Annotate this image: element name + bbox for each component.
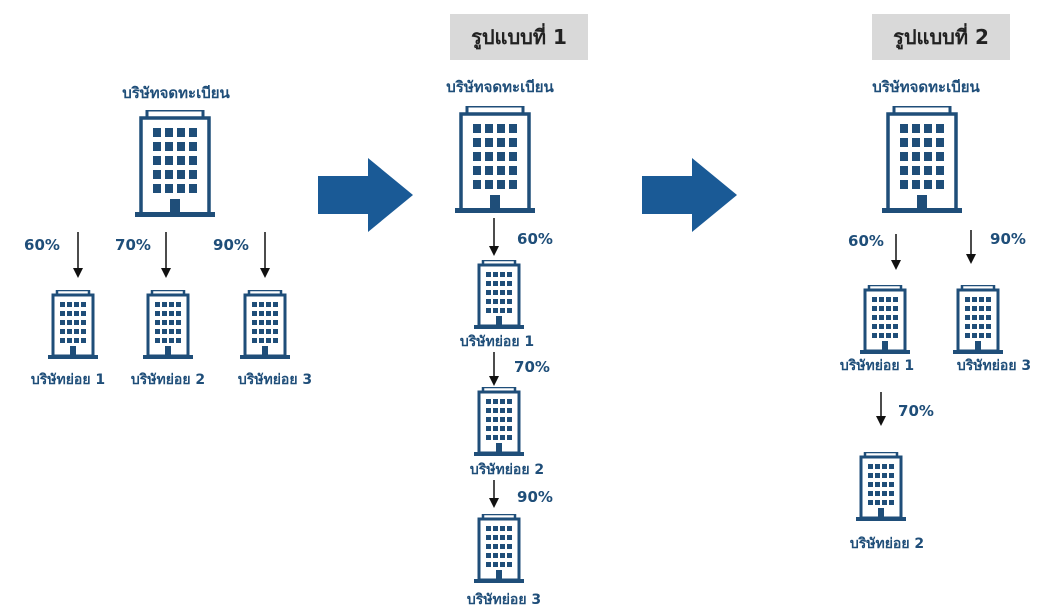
right-arrow-icon xyxy=(642,158,737,232)
office-building-icon xyxy=(474,387,524,457)
parent-company-label: บริษัทจดทะเบียน xyxy=(446,78,554,96)
subsidiary-label: บริษัทย่อย 3 xyxy=(238,372,312,388)
down-arrow-icon xyxy=(73,232,83,278)
office-building-icon xyxy=(48,290,98,360)
office-building-icon xyxy=(856,452,906,522)
office-building-icon xyxy=(135,110,215,219)
office-building-icon xyxy=(860,285,910,355)
pattern-1-heading: รูปแบบที่ 1 xyxy=(471,22,567,51)
subsidiary-label: บริษัทย่อย 2 xyxy=(131,372,205,388)
percentage-label: 70% xyxy=(115,236,151,254)
office-building-icon xyxy=(474,260,524,330)
down-arrow-icon xyxy=(891,234,901,270)
pattern-2-heading-box xyxy=(872,14,1010,60)
office-building-icon xyxy=(474,514,524,584)
office-building-icon xyxy=(953,285,1003,355)
percentage-label: 90% xyxy=(990,230,1026,248)
subsidiary-label: บริษัทย่อย 1 xyxy=(840,358,914,374)
percentage-label: 70% xyxy=(514,358,550,376)
pattern-1-heading-box xyxy=(450,14,588,60)
percentage-label: 60% xyxy=(848,232,884,250)
subsidiary-label: บริษัทย่อย 3 xyxy=(467,592,541,608)
percentage-label: 60% xyxy=(24,236,60,254)
percentage-label: 70% xyxy=(898,402,934,420)
pattern-2-heading: รูปแบบที่ 2 xyxy=(893,22,989,51)
office-building-icon xyxy=(882,106,962,215)
pattern-2: รูปแบบที่ 2 บริษัทจดทะเบียน 60% 90% บริษ… xyxy=(840,14,1031,552)
down-arrow-icon xyxy=(489,352,499,386)
down-arrow-icon xyxy=(489,480,499,508)
percentage-label: 90% xyxy=(213,236,249,254)
down-arrow-icon xyxy=(260,232,270,278)
parent-company-label: บริษัทจดทะเบียน xyxy=(872,78,980,96)
subsidiary-label: บริษัทย่อย 2 xyxy=(850,536,924,552)
percentage-label: 60% xyxy=(517,230,553,248)
subsidiary-label: บริษัทย่อย 3 xyxy=(957,358,1031,374)
down-arrow-icon xyxy=(161,232,171,278)
down-arrow-icon xyxy=(966,230,976,264)
percentage-label: 90% xyxy=(517,488,553,506)
subsidiary-label: บริษัทย่อย 1 xyxy=(460,334,534,350)
subsidiary-label: บริษัทย่อย 1 xyxy=(31,372,105,388)
parent-company-label: บริษัทจดทะเบียน xyxy=(122,84,230,102)
office-building-icon xyxy=(455,106,535,215)
office-building-icon xyxy=(143,290,193,360)
right-arrow-icon xyxy=(318,158,413,232)
down-arrow-icon xyxy=(489,218,499,256)
office-building-icon xyxy=(240,290,290,360)
down-arrow-icon xyxy=(876,392,886,426)
subsidiary-label: บริษัทย่อย 2 xyxy=(470,462,544,478)
pattern-1: รูปแบบที่ 1 บริษัทจดทะเบียน 60% บริษัทย่… xyxy=(446,14,588,608)
original-structure: บริษัทจดทะเบียน 60% 70% 90% บริษัทย่อย 1… xyxy=(24,84,312,388)
